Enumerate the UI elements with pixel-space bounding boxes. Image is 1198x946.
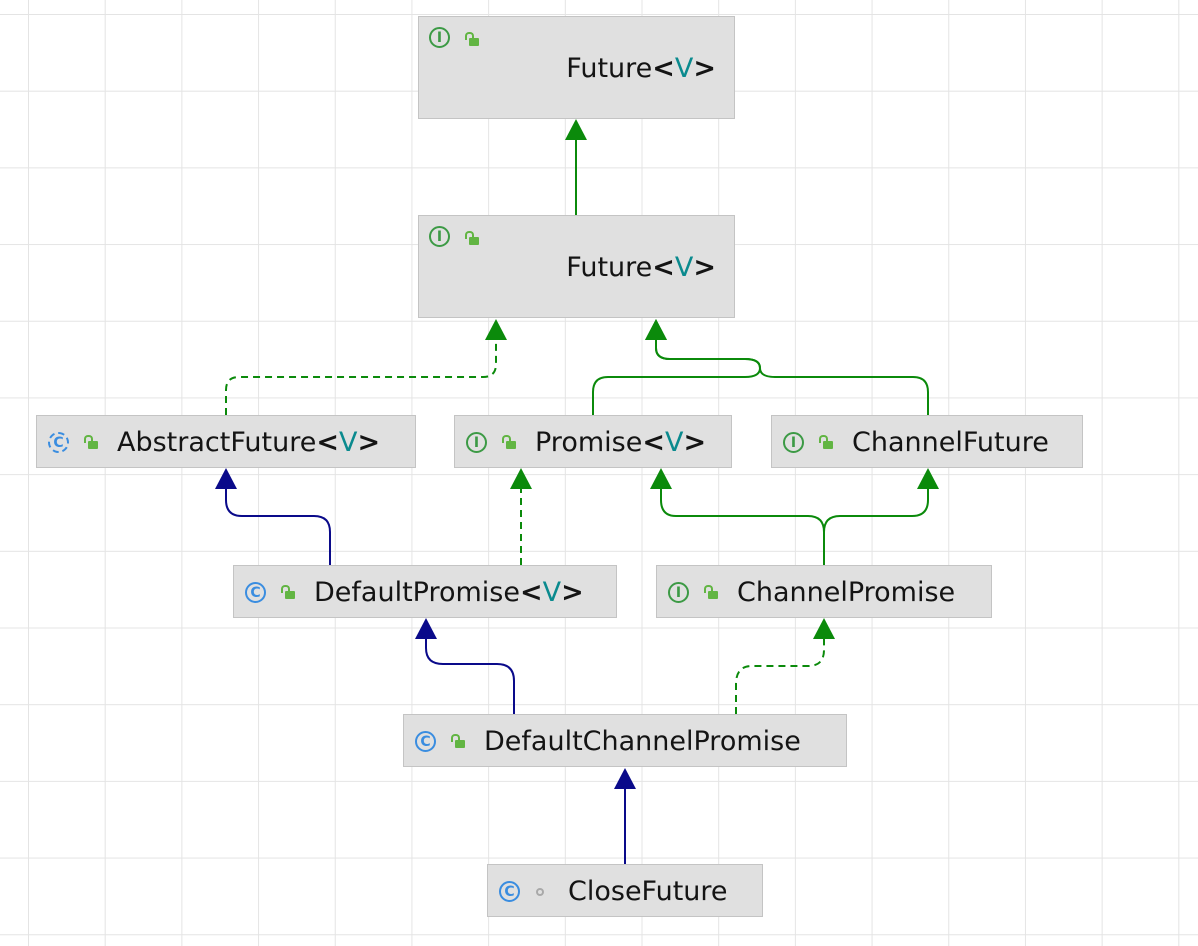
extends-line (660, 487, 825, 565)
type-parameter: V (674, 252, 694, 283)
class-name-label: AbstractFuture<V> (117, 427, 381, 458)
class-name: ChannelPromise (737, 577, 956, 608)
extends-line (225, 487, 331, 565)
public-lock-icon (819, 435, 833, 449)
type-parameter: V (338, 427, 358, 458)
class-name-label: Promise<V> (535, 427, 707, 458)
arrowhead (614, 768, 636, 789)
class-icon: C (499, 881, 520, 902)
edge-promise-to-future-netty (592, 319, 762, 415)
package-private-icon (536, 888, 544, 896)
class-node-close-future[interactable]: C CloseFuture (487, 864, 763, 917)
arrowhead (813, 618, 835, 639)
public-lock-icon (465, 32, 479, 46)
class-name: Future (566, 53, 653, 84)
edge-default-channel-promise-to-channel-promise (735, 618, 835, 714)
public-lock-icon (465, 231, 479, 245)
arrowhead (415, 618, 437, 639)
class-node-default-channel-promise[interactable]: C DefaultChannelPromise (403, 714, 847, 767)
edge-channel-future-to-future-netty (645, 319, 929, 415)
class-node-channel-promise[interactable]: I ChannelPromise (656, 565, 992, 618)
extends-line (592, 338, 762, 415)
class-node-abstract-future[interactable]: C AbstractFuture<V> (36, 415, 416, 468)
class-name: Future (566, 252, 653, 283)
class-node-promise[interactable]: I Promise<V> (454, 415, 732, 468)
edge-default-promise-to-abstract-future (215, 468, 331, 565)
class-icon: C (245, 582, 266, 603)
class-node-default-promise[interactable]: C DefaultPromise<V> (233, 565, 617, 618)
arrowhead (645, 319, 667, 340)
interface-icon: I (783, 432, 804, 453)
public-lock-icon (502, 435, 516, 449)
class-name-label: DefaultChannelPromise (484, 728, 801, 755)
public-lock-icon (451, 734, 465, 748)
arrowhead (917, 468, 939, 489)
edge-channel-promise-to-channel-future (823, 468, 939, 565)
class-node-future-top[interactable]: I Future<V> (418, 16, 735, 119)
arrowhead (650, 468, 672, 489)
class-name: Promise (535, 427, 643, 458)
class-name-label: ChannelPromise (737, 579, 955, 606)
interface-icon: I (466, 432, 487, 453)
arrowhead (510, 468, 532, 489)
class-name: AbstractFuture (117, 427, 317, 458)
class-name-label: ChannelFuture (852, 429, 1049, 456)
interface-icon: I (668, 582, 689, 603)
arrowhead (485, 319, 507, 340)
class-name-label: DefaultPromise<V> (314, 577, 584, 608)
extends-line (655, 338, 929, 415)
class-name-label: CloseFuture (568, 878, 728, 905)
edge-abstract-future-to-future-netty (225, 319, 507, 415)
public-lock-icon (704, 585, 718, 599)
implements-line (735, 637, 825, 714)
public-lock-icon (281, 585, 295, 599)
class-name: DefaultPromise (314, 577, 520, 608)
type-parameter: V (542, 577, 562, 608)
extends-line (823, 487, 929, 565)
extends-line (425, 637, 515, 714)
class-name-label: Future<V> (566, 252, 716, 283)
class-node-future-netty[interactable]: I Future<V> (418, 215, 735, 318)
arrowhead (565, 119, 587, 140)
interface-icon: I (429, 27, 450, 48)
type-parameter: V (674, 53, 694, 84)
class-icon: C (415, 731, 436, 752)
class-name-label: Future<V> (566, 53, 716, 84)
abstract-class-icon: C (48, 432, 69, 453)
class-name: ChannelFuture (852, 427, 1049, 458)
interface-icon: I (429, 226, 450, 247)
class-node-channel-future[interactable]: I ChannelFuture (771, 415, 1083, 468)
implements-line (225, 338, 497, 415)
class-name: CloseFuture (568, 876, 728, 907)
edge-default-promise-to-promise (510, 468, 532, 565)
edge-default-channel-promise-to-default-promise (415, 618, 515, 714)
edge-close-future-to-default-channel-promise (614, 768, 636, 864)
edge-future-netty-to-future-top (565, 119, 587, 215)
class-name: DefaultChannelPromise (484, 726, 801, 757)
type-parameter: V (664, 427, 684, 458)
arrowhead (215, 468, 237, 489)
edge-channel-promise-to-promise (650, 468, 825, 565)
public-lock-icon (84, 435, 98, 449)
